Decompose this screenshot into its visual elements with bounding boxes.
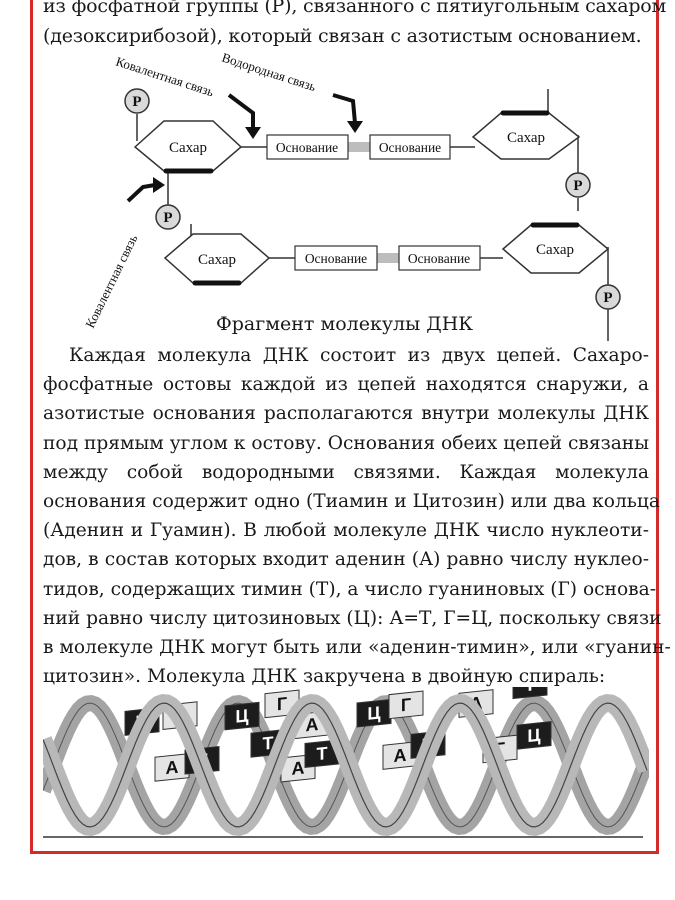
sugar-label: Сахар — [536, 242, 574, 258]
body-line: в молекуле ДНК могут быть или «аденин-ти… — [43, 637, 671, 659]
page-frame: из фосфатной группы (P), связанного с пя… — [30, 0, 671, 854]
base-letter: Т — [525, 687, 536, 695]
body-line: фосфатные остовы каждой из цепей находят… — [43, 374, 649, 396]
dna-fragment-diagram: Сахар Сахар Сахар Сахар Основание Основа… — [82, 51, 621, 341]
base-letter: А — [394, 745, 407, 766]
base-pair-tile: А — [154, 753, 190, 782]
helix-strand-edge — [42, 702, 648, 828]
base-pair-tile: Ц — [356, 698, 392, 728]
base-tile — [388, 690, 424, 720]
dna-double-helix-figure: ЦГЦГАЦГАТАТТАТАТГЦ — [34, 670, 656, 843]
double-helix-diagram: ЦГЦГАЦГАТАТТАТАТГЦ — [34, 670, 656, 838]
figure-caption: Фрагмент молекулы ДНК — [216, 313, 473, 335]
body-paragraph: Каждая молекула ДНК состоит из двух цепе… — [43, 341, 671, 691]
sugar-label: Сахар — [198, 252, 236, 268]
body-line: Каждая молекула ДНК состоит из двух цепе… — [69, 345, 649, 366]
covalent-bond-arrow — [153, 177, 165, 193]
intro-line: из фосфатной группы (P), связанного с пя… — [43, 0, 667, 17]
body-line: основания содержит одно (Тиамин и Цитози… — [43, 491, 660, 513]
body-line: цитозин». Молекула ДНК закручена в двойн… — [43, 666, 606, 688]
phosphate-label: P — [573, 178, 582, 194]
phosphate-label: P — [163, 210, 172, 226]
hydrogen-bond-arrow — [347, 121, 363, 133]
hydrogen-bond-label: Водородная связь — [220, 51, 318, 94]
base-pair-tile: Т — [512, 670, 548, 700]
phosphate-label: P — [603, 290, 612, 306]
base-letter: Ц — [367, 702, 381, 723]
covalent-bond-arrow — [245, 127, 261, 139]
base-tile — [516, 721, 552, 750]
base-label: Основание — [379, 140, 441, 155]
base-letter: А — [292, 758, 305, 779]
base-label: Основание — [408, 251, 470, 266]
body-line: между собой водородными связями. Каждая … — [43, 461, 649, 483]
intro-line: (дезоксирибозой), который связан с азоти… — [43, 25, 642, 47]
body-line: азотистые основания располагаются внутри… — [43, 403, 649, 425]
base-letter: Г — [277, 693, 287, 714]
base-tile — [224, 701, 260, 731]
body-line: под прямым углом к остову. Основания обе… — [43, 432, 649, 454]
base-letter: Г — [401, 694, 411, 715]
body-line: тидов, содержащих тимин (Т), а число гуа… — [43, 578, 656, 600]
body-line: (Аденин и Гуамин). В любой молекуле ДНК … — [43, 520, 649, 542]
sugar-label: Сахар — [507, 130, 545, 146]
base-pair-tile: Ц — [224, 701, 260, 731]
body-line: дов, в состав которых входит аденин (А) … — [43, 549, 649, 571]
base-pair-tile: Ц — [516, 721, 552, 750]
dna-fragment-figure: Сахар Сахар Сахар Сахар Основание Основа… — [33, 51, 656, 343]
phosphate-label: P — [132, 94, 141, 110]
base-pair-tile: Г — [388, 690, 424, 720]
base-label: Основание — [305, 251, 367, 266]
base-letter: Т — [317, 743, 328, 764]
base-letter: Ц — [527, 725, 541, 746]
base-label: Основание — [276, 140, 338, 155]
body-line: ний равно числу цитозиновых (Ц): А=Т, Г=… — [43, 607, 662, 629]
base-letter: Т — [263, 733, 274, 754]
base-pair-tile: А — [382, 741, 418, 770]
intro-paragraph: из фосфатной группы (P), связанного с пя… — [43, 0, 667, 51]
base-letter: А — [166, 757, 179, 778]
sugar-label: Сахар — [169, 140, 207, 156]
base-letter: Ц — [235, 705, 249, 726]
base-letter: А — [306, 714, 319, 735]
